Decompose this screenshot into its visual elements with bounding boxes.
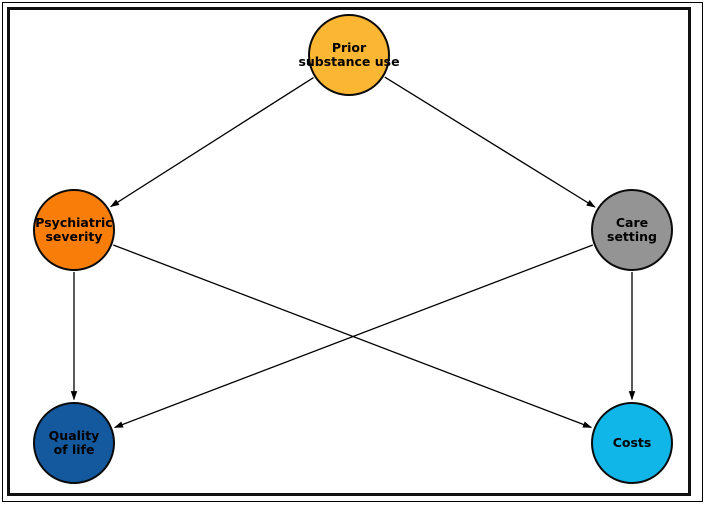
node-label-quality-of-life: Quality of life [49, 429, 100, 457]
node-label-line2: of life [53, 442, 95, 457]
node-label-line2: substance use [298, 54, 400, 69]
edge-care_setting-to-quality_of_life [113, 244, 593, 429]
node-label-line1: Prior [331, 40, 367, 55]
node-prior-substance-use[interactable]: Prior substance use [298, 14, 400, 96]
node-label-line1: Care [615, 215, 649, 230]
node-label-line1: Costs [612, 435, 652, 450]
node-costs[interactable]: Costs [591, 402, 673, 484]
node-label-costs: Costs [613, 436, 652, 450]
node-label-care-setting: Care setting [607, 216, 657, 244]
figure-outer-rule [2, 2, 703, 502]
node-label-line2: setting [607, 229, 657, 244]
node-label-line1: Quality [48, 428, 100, 443]
node-quality-of-life[interactable]: Quality of life [33, 402, 115, 484]
node-care-setting[interactable]: Care setting [591, 189, 673, 271]
edge-prior_substance_use-to-care_setting [384, 76, 596, 208]
node-label-line1: Psychiatric [35, 215, 113, 230]
node-label-prior-substance-use: Prior substance use [298, 41, 399, 69]
edge-prior_substance_use-to-psychiatric_severity [110, 77, 314, 208]
node-label-psychiatric-severity: Psychiatric severity [35, 216, 112, 244]
node-psychiatric-severity[interactable]: Psychiatric severity [33, 189, 115, 271]
node-label-line2: severity [45, 229, 103, 244]
